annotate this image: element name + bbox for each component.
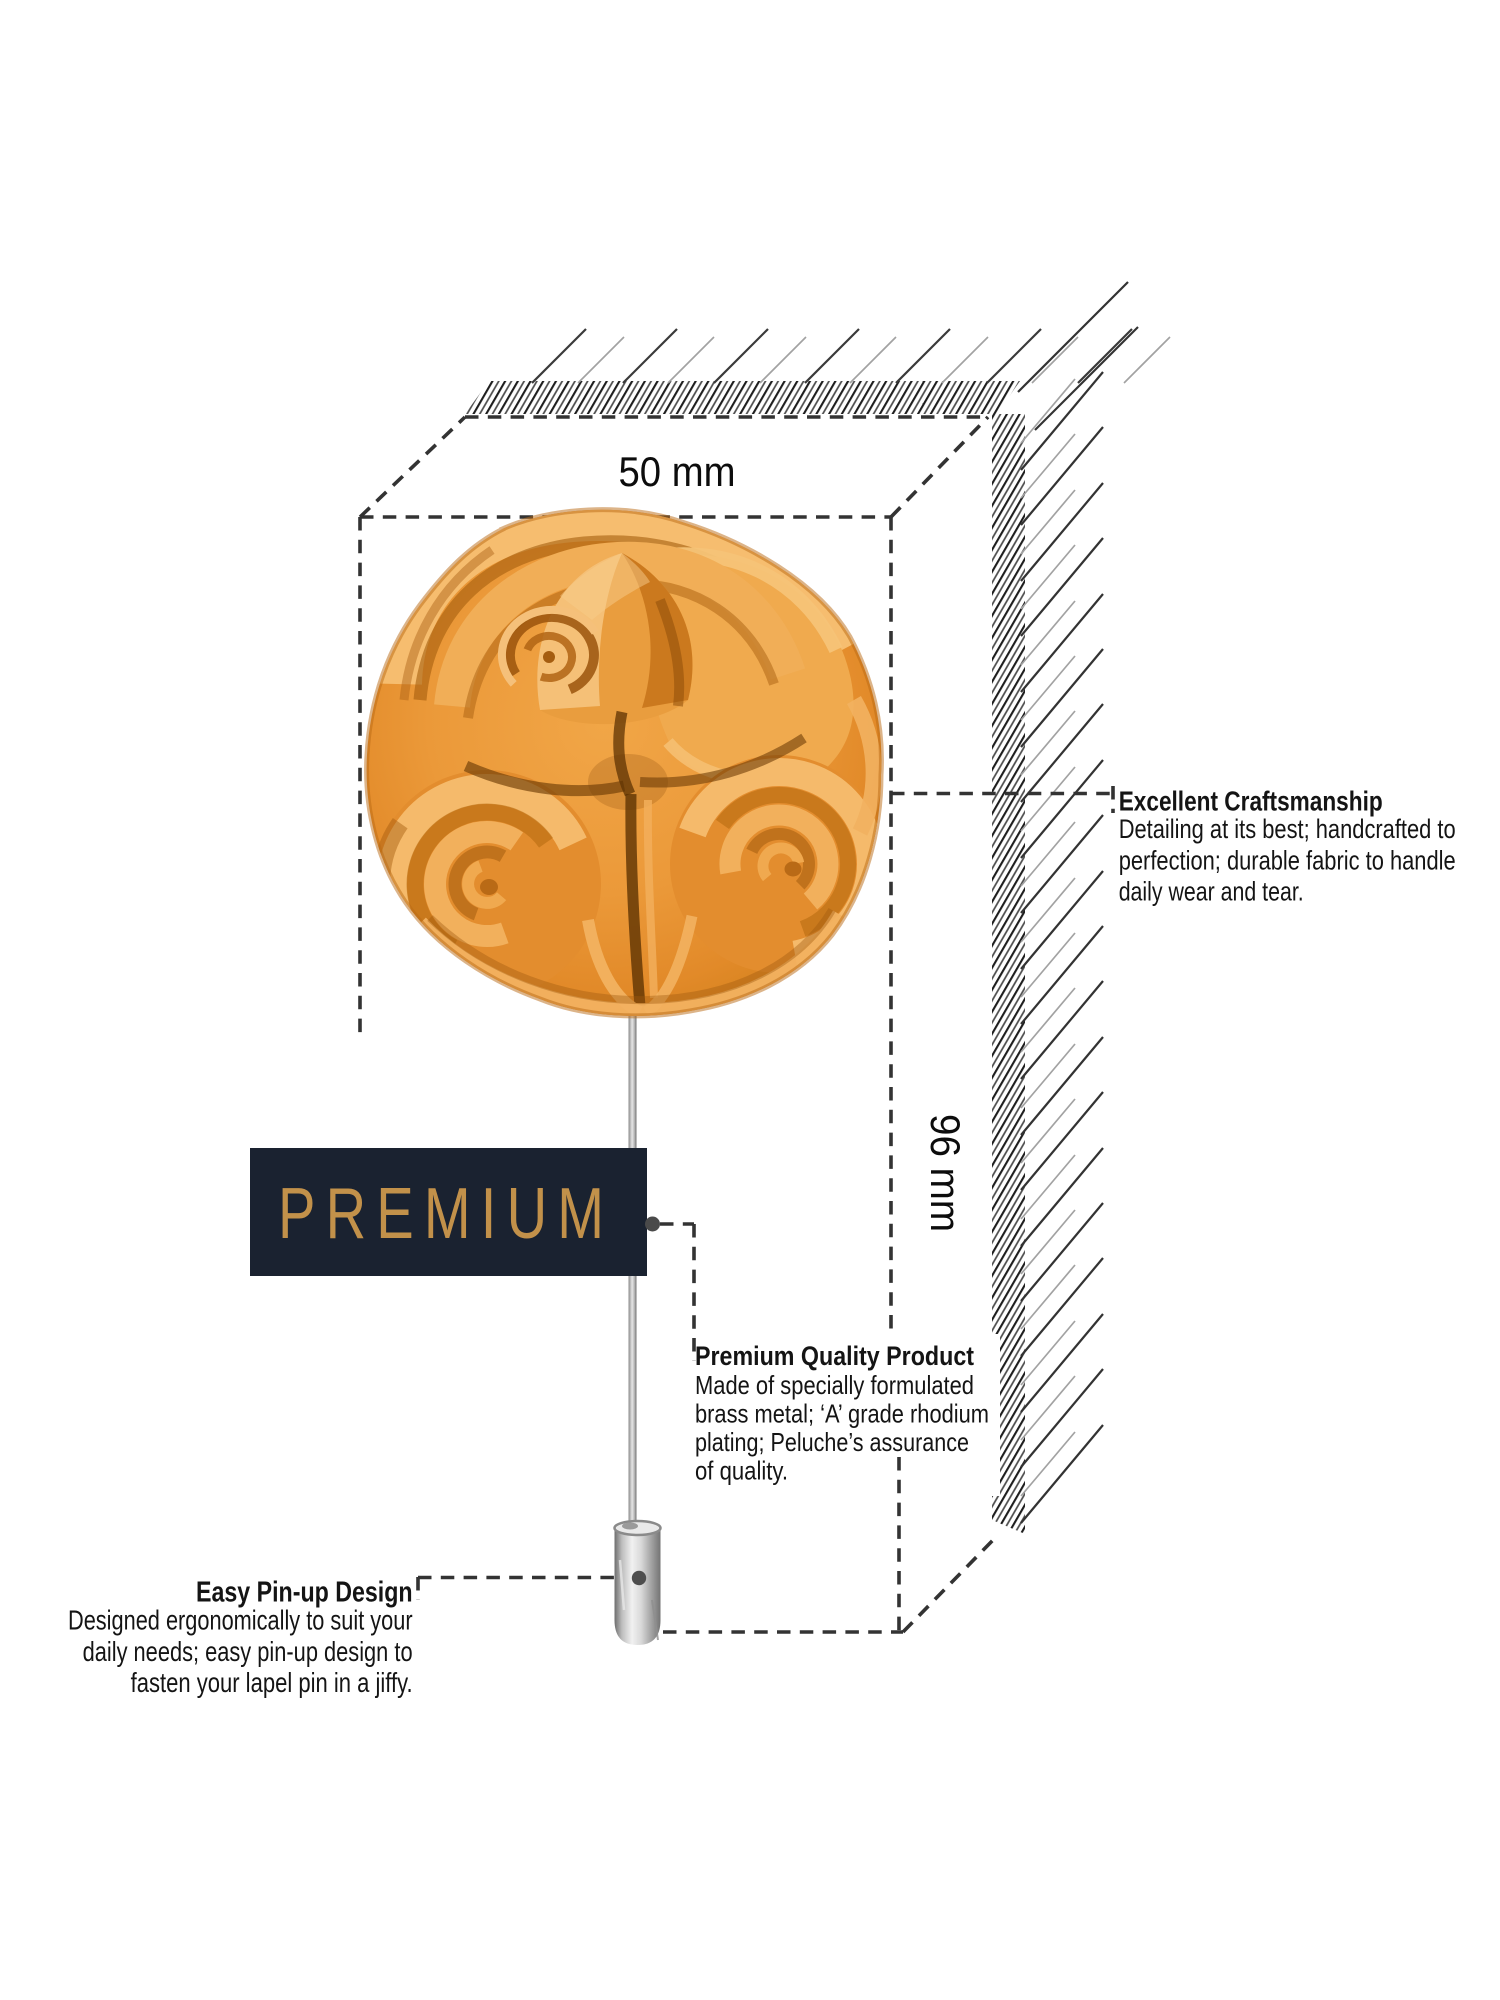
svg-text:Excellent Craftsmanship: Excellent Craftsmanship [1119,785,1383,816]
svg-text:50 mm: 50 mm [619,448,736,495]
svg-text:fasten your lapel pin in a jif: fasten your lapel pin in a jiffy. [131,1667,413,1698]
svg-text:perfection; durable fabric to: perfection; durable fabric to handle [1119,845,1456,875]
svg-text:Made of specially formulated: Made of specially formulated [695,1372,974,1400]
svg-text:96 mm: 96 mm [922,1114,969,1232]
svg-text:Premium Quality Product: Premium Quality Product [695,1341,974,1371]
svg-text:daily wear and tear.: daily wear and tear. [1119,877,1304,907]
svg-text:brass metal; ‘A’ grade rhodium: brass metal; ‘A’ grade rhodium [695,1400,989,1428]
svg-text:of quality.: of quality. [695,1458,788,1486]
svg-text:Designed ergonomically to suit: Designed ergonomically to suit your [68,1605,413,1636]
svg-text:daily needs; easy pin-up desig: daily needs; easy pin-up design to [83,1636,413,1667]
svg-text:Detailing at its best; handcra: Detailing at its best; handcrafted to [1119,814,1456,844]
svg-text:plating; Peluche’s assurance: plating; Peluche’s assurance [695,1429,969,1457]
svg-text:Easy Pin-up Design: Easy Pin-up Design [196,1577,413,1609]
